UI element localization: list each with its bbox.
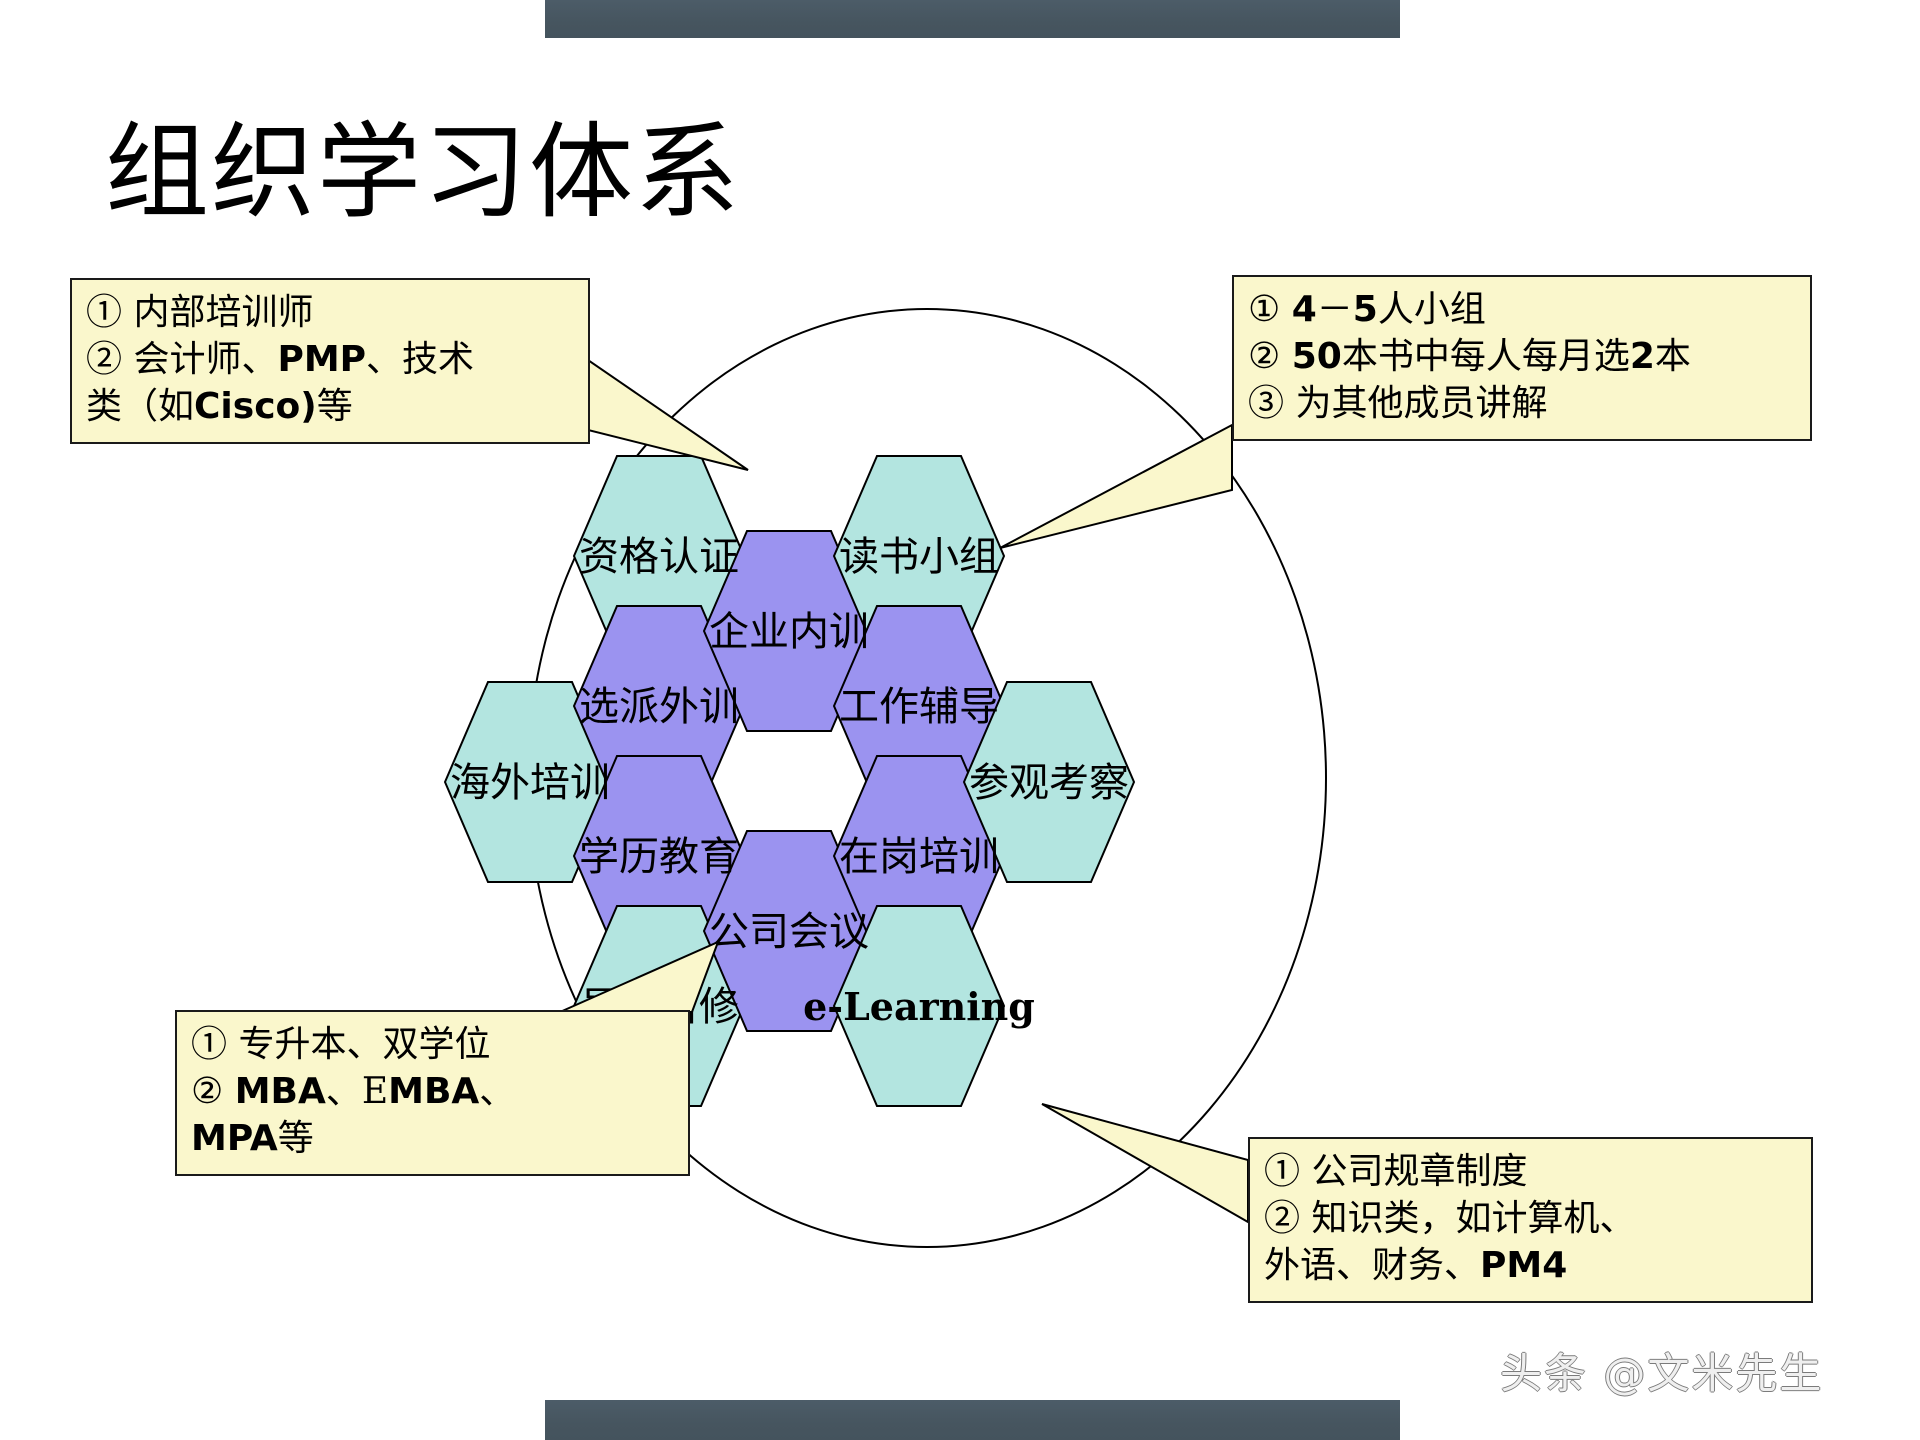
hexagon-e-learning[interactable] [832, 905, 1006, 1107]
callout-line: ③ 为其他成员讲解 [1248, 382, 1548, 424]
callout-line: ① 4－5人小组 [1248, 289, 1486, 330]
hexagon-label-overseas-training: 海外培训 [450, 760, 610, 806]
callout-line: ① 专升本、双学位 [191, 1024, 491, 1065]
callout-top-right: ① 4－5人小组 ② 50本书中每人每月选2本 ③ 为其他成员讲解 [1232, 275, 1812, 442]
hexagon-label-in-house-training: 企业内训 [709, 609, 869, 655]
hexagon-label-reading-group: 读书小组 [839, 534, 999, 580]
callout-line: ② 会计师、PMP、技术 [86, 338, 475, 380]
callout-bottom-right: ① 公司规章制度 ② 知识类，如计算机、 外语、财务、PM4 [1248, 1137, 1813, 1304]
callout-line: ① 内部培训师 [86, 292, 314, 333]
callout-line: ① 公司规章制度 [1264, 1151, 1528, 1192]
callout-line: MPA等 [191, 1117, 314, 1159]
slide-bottom-bar [545, 1400, 1400, 1440]
callout-line: ② 知识类，如计算机、 [1264, 1197, 1636, 1239]
hexagon-label-qualification: 资格认证 [579, 534, 739, 580]
hexagon-label-company-meeting: 公司会议 [709, 909, 869, 955]
hexagon-label-job-coaching: 工作辅导 [839, 684, 999, 730]
watermark: 头条 @文米先生 [1500, 1349, 1824, 1398]
callout-line: ② 50本书中每人每月选2本 [1248, 335, 1691, 377]
hexagon-label-site-visit: 参观考察 [969, 760, 1129, 806]
callout-line: 外语、财务、PM4 [1264, 1244, 1568, 1286]
callout-line: ② MBA、EMBA、 [191, 1070, 516, 1112]
hexagon-site-visit[interactable] [962, 681, 1136, 883]
page-title: 组织学习体系 [105, 111, 742, 233]
callout-line: 类（如Cisco)等 [86, 385, 353, 427]
callout-top-left: ① 内部培训师 ② 会计师、PMP、技术 类（如Cisco)等 [70, 278, 590, 445]
hexagon-label-external-training: 选派外训 [579, 684, 739, 730]
hexagon-label-e-learning: e-Learning [803, 984, 1035, 1029]
callout-bottom-left: ① 专升本、双学位 ② MBA、EMBA、 MPA等 [175, 1010, 690, 1177]
hexagon-label-degree-education: 学历教育 [579, 834, 739, 880]
hexagon-label-on-job-training: 在岗培训 [839, 834, 999, 880]
slide-top-bar [545, 0, 1400, 38]
